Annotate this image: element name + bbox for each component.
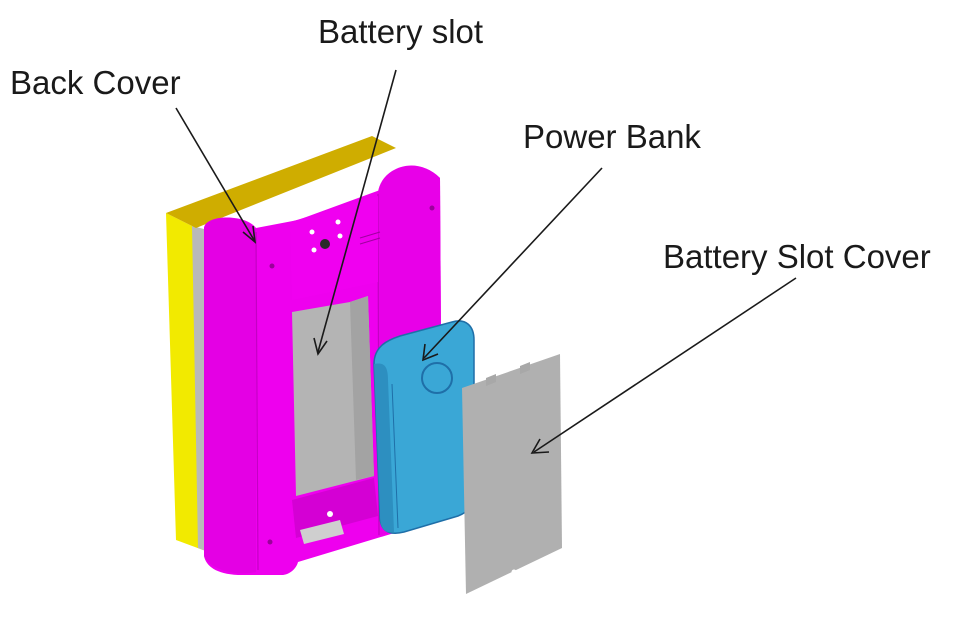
screw-hole-icon bbox=[311, 247, 317, 253]
battery-slot-arrowhead bbox=[313, 337, 328, 356]
power-button-icon bbox=[320, 239, 330, 249]
screw-hole-icon bbox=[309, 229, 315, 235]
power-bank-edge-line bbox=[391, 383, 399, 529]
power-bank-leader bbox=[423, 167, 603, 359]
back-cover-top-panel bbox=[290, 196, 378, 300]
back-cover-leader bbox=[175, 107, 255, 241]
slot-cover-tab bbox=[520, 362, 530, 374]
slot-cover-hole-icon bbox=[511, 569, 517, 575]
power-bank-arrowhead bbox=[422, 343, 439, 362]
screw-hole-icon bbox=[335, 219, 341, 225]
battery-slot-back-wall bbox=[350, 296, 374, 480]
screw-hole-icon bbox=[337, 233, 343, 239]
screw-hole-icon bbox=[429, 205, 435, 211]
battery-slot-cover-leader bbox=[533, 277, 797, 453]
power-bank-side bbox=[374, 363, 394, 533]
vent-line bbox=[359, 237, 381, 245]
power-bank-label: Power Bank bbox=[523, 118, 701, 155]
back-cover-arrowhead bbox=[242, 225, 257, 244]
battery-slot-label: Battery slot bbox=[318, 13, 483, 50]
battery-slot-cover-label: Battery Slot Cover bbox=[663, 238, 931, 275]
slot-cover-tab bbox=[486, 374, 496, 386]
bottom-tab bbox=[300, 520, 344, 544]
screw-hole-icon bbox=[267, 539, 273, 545]
battery-slot-cover-arrowhead bbox=[530, 438, 550, 454]
screw-hole-icon bbox=[269, 263, 275, 269]
battery-slot-leader bbox=[317, 69, 397, 353]
back-cover-label: Back Cover bbox=[10, 64, 181, 101]
back-cover-column-edge bbox=[255, 231, 259, 571]
vent-line bbox=[359, 231, 381, 239]
back-cover-left-column bbox=[204, 217, 256, 574]
screw-hole-icon bbox=[327, 511, 333, 517]
back-cover-top-face bbox=[166, 136, 396, 228]
power-bank-button-icon bbox=[421, 362, 453, 394]
slot-cover-plate bbox=[462, 354, 562, 594]
battery-slot-cover bbox=[462, 354, 562, 594]
back-cover-bottom-ledge bbox=[292, 478, 378, 538]
